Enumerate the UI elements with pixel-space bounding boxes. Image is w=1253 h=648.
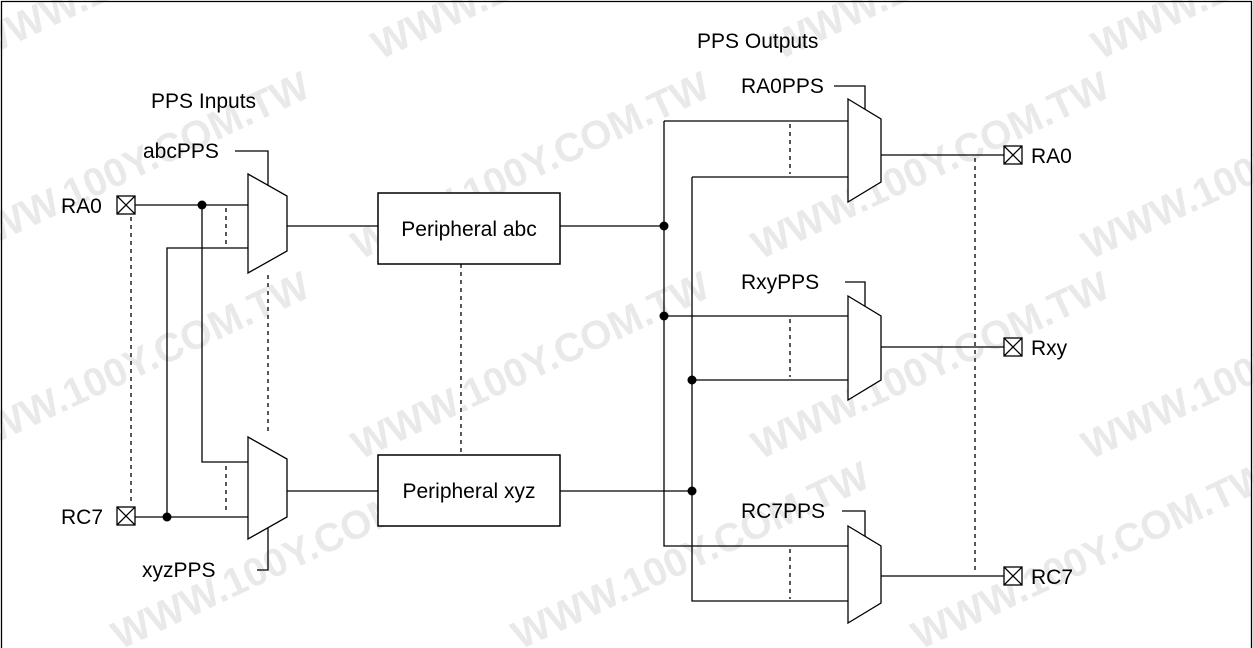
rxypps-select-line (845, 281, 866, 306)
xyz-select-label: xyzPPS (142, 559, 216, 582)
pin-cross-icon (1003, 145, 1023, 165)
peripheral-label: Peripheral xyz (402, 480, 535, 503)
peripheral-box (377, 192, 561, 265)
output-pin-label: RC7 (1031, 566, 1073, 589)
peripheral-box (377, 454, 561, 527)
rxypps-label: RxyPPS (741, 271, 819, 294)
junction-dot (687, 375, 697, 385)
junction-dot (162, 512, 172, 522)
ra0-output-mux (847, 97, 882, 204)
output-pin-ra0: RA0 (1003, 145, 1072, 168)
abc-select-label: abcPPS (143, 140, 219, 163)
watermark-text: WWW.100Y.COM.TW (745, 264, 1116, 468)
junction-dot (659, 311, 669, 321)
watermark-text: WWW.100Y.COM.TW (0, 0, 336, 68)
input-pin-label: RC7 (61, 506, 103, 529)
pps-inputs-title: PPS Inputs (151, 90, 256, 113)
ra0-to-xyz-mux (201, 205, 248, 463)
watermark-text: WWW.100Y.COM.TW (365, 0, 736, 68)
output-pin-rc7: RC7 (1003, 566, 1073, 589)
watermark-text: WWW.100Y.COM.TW (765, 0, 1136, 68)
input-pin-ra0: RA0 (61, 195, 136, 218)
peripheral-xyz-block: Peripheral xyz (377, 454, 561, 527)
watermark-text: WWW.100Y.COM.TW (1085, 0, 1253, 68)
pps-outputs-title: PPS Outputs (697, 30, 818, 53)
rc7pps-select-line (842, 510, 866, 536)
output-pin-rxy: Rxy (1003, 337, 1068, 360)
xyz-bus (691, 177, 848, 602)
watermark-text: WWW.100Y.COM.TW (0, 264, 316, 468)
abc-bus (663, 121, 848, 547)
pin-cross-icon (1003, 337, 1023, 357)
abc-select-line (235, 150, 269, 185)
pin-cross-icon (116, 195, 136, 215)
xyz-input-mux (247, 435, 288, 541)
watermark-text: WWW.100Y.COM.TW (345, 264, 716, 468)
junction-dot (687, 486, 697, 496)
output-pin-label: RA0 (1031, 145, 1072, 168)
junction-dot (197, 200, 207, 210)
watermark-text: WWW.100Y.COM.TW (505, 454, 876, 648)
rc7-output-mux (847, 524, 882, 625)
xyz-select-line (257, 528, 269, 571)
pin-cross-icon (1003, 566, 1023, 586)
pin-cross-icon (116, 506, 136, 526)
output-pin-label: Rxy (1031, 337, 1068, 360)
rc7pps-label: RC7PPS (741, 500, 825, 523)
peripheral-abc-block: Peripheral abc (377, 192, 561, 265)
ra0pps-label: RA0PPS (741, 75, 824, 98)
peripheral-label: Peripheral abc (401, 218, 536, 241)
junction-dot (659, 221, 669, 231)
abc-input-mux (247, 172, 288, 275)
input-pin-rc7: RC7 (61, 506, 136, 529)
input-pin-label: RA0 (61, 195, 102, 218)
ra0pps-select-line (834, 85, 866, 109)
watermark-text: WWW.100Y.COM.TW (905, 454, 1253, 648)
rxy-output-mux (847, 294, 882, 402)
rc7-to-abc-mux (166, 247, 248, 517)
